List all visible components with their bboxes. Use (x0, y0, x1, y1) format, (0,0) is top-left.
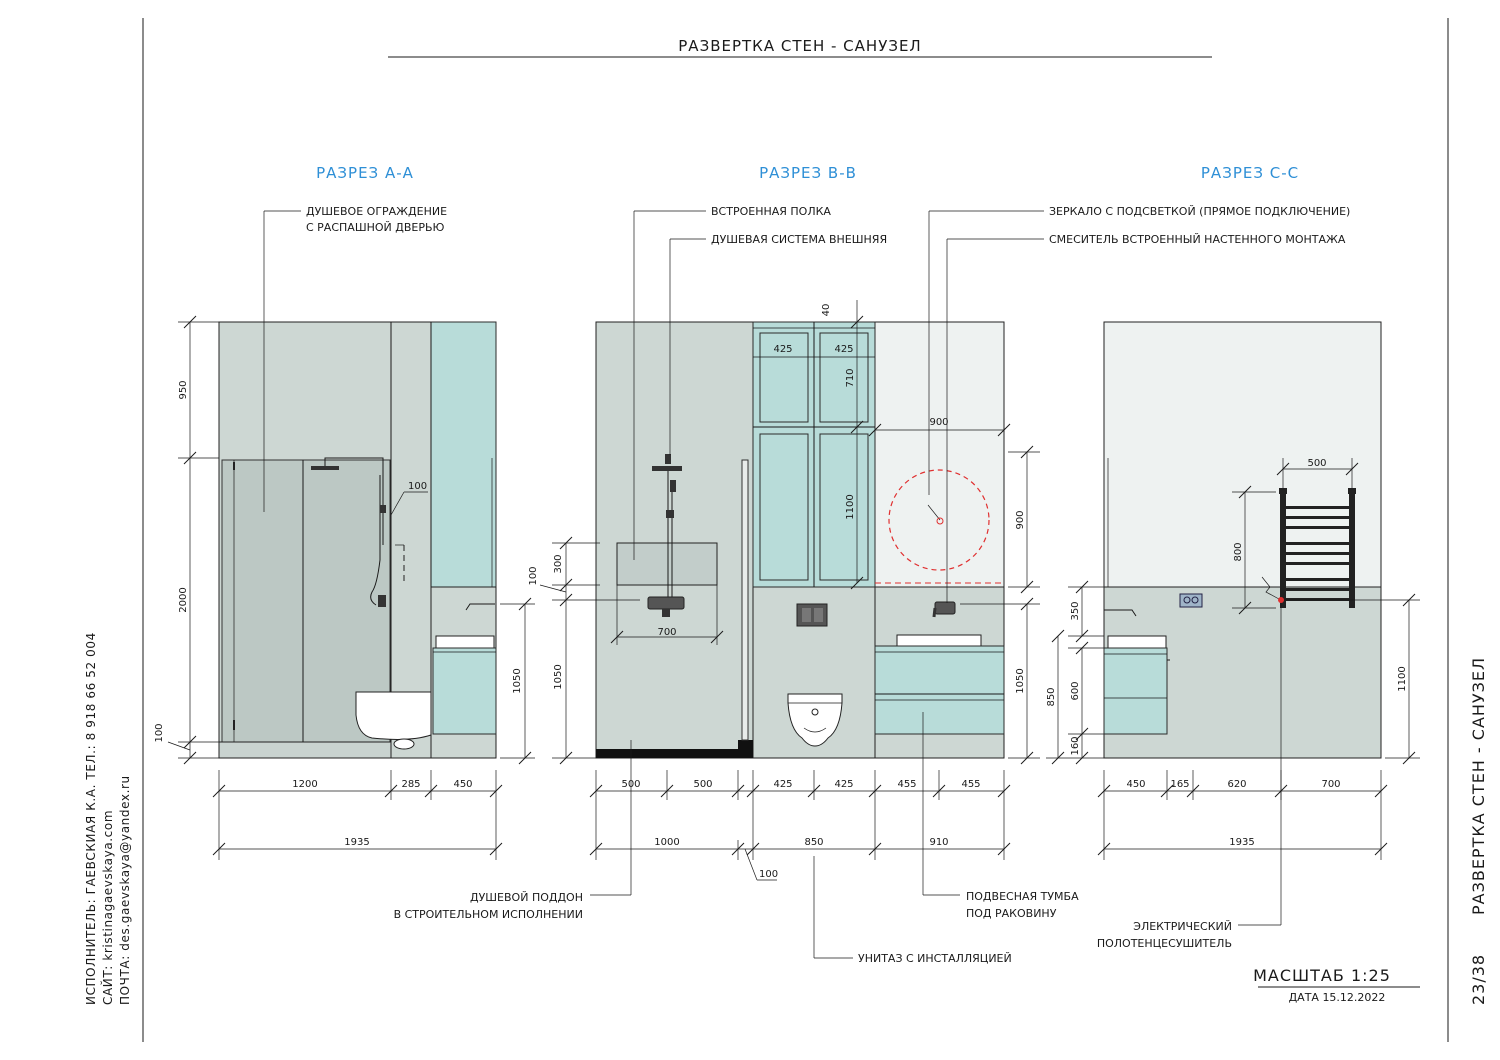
callout-text: ДУШЕВАЯ СИСТЕМА ВНЕШНЯЯ (711, 233, 887, 246)
section-b-title: РАЗРЕЗ В-В (759, 164, 857, 182)
dim-label: 600 (1070, 681, 1081, 700)
dim-label: 455 (897, 779, 916, 790)
dim-label: 710 (845, 368, 856, 387)
dim-label: 1000 (654, 837, 679, 848)
author-site: САЙТ: kristinagaevskaya.com (100, 810, 115, 1005)
section-c-dimensions: 500 800 350 850 600 160 1100 (1046, 458, 1420, 860)
section-b-elevation (595, 321, 1005, 759)
callout-text: ПОЛОТЕНЦЕСУШИТЕЛЬ (1097, 937, 1232, 950)
callout-text: ЗЕРКАЛО С ПОДСВЕТКОЙ (ПРЯМОЕ ПОДКЛЮЧЕНИЕ… (1049, 205, 1350, 218)
towel-warmer (1261, 488, 1356, 608)
dim-label: 160 (1070, 736, 1081, 755)
dim-label: 1100 (845, 494, 856, 519)
dim-label: 500 (1307, 458, 1326, 469)
dim-label: 1935 (1229, 837, 1254, 848)
callout-text: ДУШЕВОЙ ПОДДОН (470, 891, 583, 904)
dim-label: 40 (821, 304, 832, 317)
dim-label: 425 (773, 779, 792, 790)
section-a-title: РАЗРЕЗ А-А (316, 164, 414, 182)
dim-label: 1935 (344, 837, 369, 848)
dim-label: 100 (528, 566, 539, 585)
hanging-vanity (874, 645, 1005, 735)
dim-label: 900 (929, 417, 948, 428)
callout-text: С РАСПАШНОЙ ДВЕРЬЮ (306, 221, 445, 234)
section-b-dimensions: 300 100 1050 700 425 425 40 710 1100 900 (528, 300, 1040, 881)
callout-text: ПОДВЕСНАЯ ТУМБА (966, 890, 1079, 903)
dim-label: 910 (929, 837, 948, 848)
dim-label: 425 (834, 779, 853, 790)
dim-label: 850 (804, 837, 823, 848)
scale-label: МАСШТАБ 1:25 (1253, 966, 1391, 985)
dim-label: 450 (453, 779, 472, 790)
dim-label: 700 (657, 627, 676, 638)
dim-label: 1200 (292, 779, 317, 790)
author-block: ИСПОЛНИТЕЛЬ: ГАЕВСКИАЯ К.А. ТЕЛ.: 8 918 … (84, 632, 132, 1005)
dim-label: 165 (1170, 779, 1189, 790)
author-name-phone: ИСПОЛНИТЕЛЬ: ГАЕВСКИАЯ К.А. ТЕЛ.: 8 918 … (84, 632, 98, 1005)
dim-label: 850 (1046, 687, 1057, 706)
dim-label: 100 (759, 869, 778, 880)
section-a-elevation (218, 321, 497, 759)
dim-label: 1100 (1397, 666, 1408, 691)
callout-text: ЭЛЕКТРИЧЕСКИЙ (1133, 920, 1232, 933)
callout-text: ВСТРОЕННАЯ ПОЛКА (711, 205, 831, 218)
side-title-block: РАЗВЕРТКА СТЕН - САНУЗЕЛ 23/38 (1469, 657, 1488, 1005)
date-label: ДАТА 15.12.2022 (1289, 991, 1386, 1004)
scale-stamp: МАСШТАБ 1:25 ДАТА 15.12.2022 (1253, 966, 1420, 1004)
callout-text: В СТРОИТЕЛЬНОМ ИСПОЛНЕНИИ (394, 908, 583, 921)
sheet-frame (142, 18, 1449, 1042)
section-a-dimensions: 950 2000 100 100 1050 1200 285 450 1935 (154, 315, 535, 860)
section-b-callouts: ВСТРОЕННАЯ ПОЛКА ДУШЕВАЯ СИСТЕМА ВНЕШНЯЯ… (394, 205, 1351, 965)
dim-label: 2000 (178, 587, 189, 612)
dim-label: 350 (1070, 601, 1081, 620)
sheet-header: РАЗВЕРТКА СТЕН - САНУЗЕЛ (388, 37, 1212, 58)
section-c-title: РАЗРЕЗ С-С (1201, 164, 1299, 182)
section-c-elevation (1103, 321, 1382, 759)
dim-label: 900 (1015, 510, 1026, 529)
dim-label: 700 (1321, 779, 1340, 790)
sheet-title: РАЗВЕРТКА СТЕН - САНУЗЕЛ (678, 37, 921, 55)
dim-label: 285 (401, 779, 420, 790)
dim-label: 425 (834, 344, 853, 355)
dim-label: 100 (408, 481, 427, 492)
callout-shower-enclosure: ДУШЕВОЕ ОГРАЖДЕНИЕ С РАСПАШНОЙ ДВЕРЬЮ (263, 205, 447, 512)
dim-label: 455 (961, 779, 980, 790)
dim-label: 620 (1227, 779, 1246, 790)
dim-label: 500 (621, 779, 640, 790)
dim-label: 950 (178, 380, 189, 399)
dim-label: 100 (154, 723, 165, 742)
dim-label: 1050 (553, 664, 564, 689)
dim-label: 1050 (1015, 668, 1026, 693)
callout-text: УНИТАЗ С ИНСТАЛЛЯЦИЕЙ (858, 952, 1012, 965)
dim-label: 425 (773, 344, 792, 355)
callout-text: ПОД РАКОВИНУ (966, 907, 1057, 920)
mirror-outline (888, 469, 990, 571)
callout-towel-warmer: ЭЛЕКТРИЧЕСКИЙ ПОЛОТЕНЦЕСУШИТЕЛЬ (1097, 603, 1282, 950)
dim-label: 300 (553, 554, 564, 573)
callout-text: СМЕСИТЕЛЬ ВСТРОЕННЫЙ НАСТЕННОГО МОНТАЖА (1049, 233, 1346, 246)
page-number: 23/38 (1469, 954, 1488, 1005)
dim-label: 500 (693, 779, 712, 790)
dim-label: 1050 (512, 668, 523, 693)
side-title: РАЗВЕРТКА СТЕН - САНУЗЕЛ (1469, 657, 1488, 915)
dim-label: 800 (1233, 542, 1244, 561)
callout-text: ДУШЕВОЕ ОГРАЖДЕНИЕ (306, 205, 447, 218)
author-email: ПОЧТА: des.gaevskaya@yandex.ru (118, 775, 132, 1005)
dim-label: 450 (1126, 779, 1145, 790)
